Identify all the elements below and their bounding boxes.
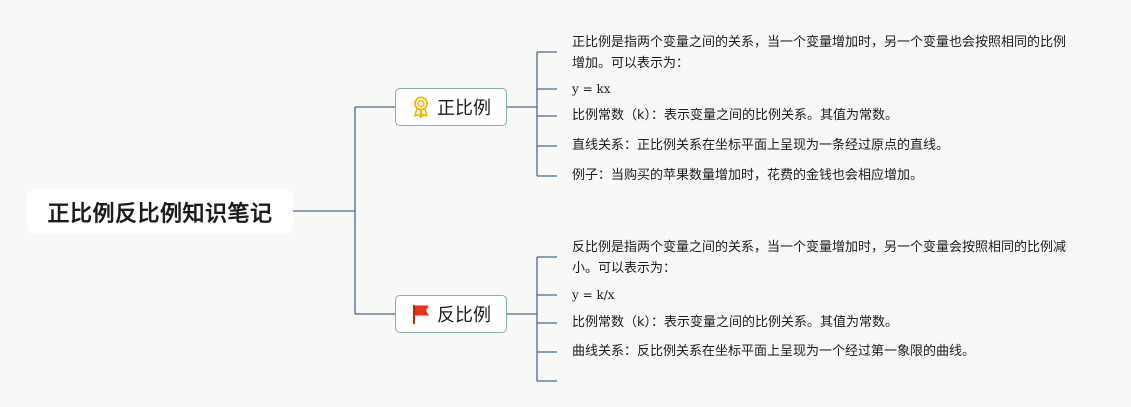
branch-label: 正比例: [437, 98, 491, 119]
leaf-direct-example[interactable]: 例子：当购买的苹果数量增加时，花费的金钱也会相应增加。: [572, 168, 924, 183]
leaf-inverse-definition[interactable]: 反比例是指两个变量之间的关系，当一个变量增加时，另一个变量会按照相同的比例减小。…: [572, 240, 1067, 276]
branch-topic-direct-proportion[interactable]: 正比例: [395, 88, 507, 126]
root-topic[interactable]: 正比例反比例知识笔记: [27, 189, 293, 234]
leaf-direct-definition[interactable]: 正比例是指两个变量之间的关系，当一个变量增加时，另一个变量也会按照相同的比例增加…: [572, 35, 1067, 71]
leaf-direct-formula[interactable]: y = kx: [572, 82, 611, 96]
leaf-inverse-curve-relation[interactable]: 曲线关系：反比例关系在坐标平面上呈现为一个经过第一象限的曲线。: [572, 344, 976, 359]
leaf-inverse-constant[interactable]: 比例常数（k）：表示变量之间的比例关系。其值为常数。: [572, 315, 899, 330]
branch-topic-inverse-proportion[interactable]: 反比例: [395, 295, 507, 333]
red-flag-icon: [411, 303, 431, 325]
award-ribbon-icon: [411, 96, 431, 118]
leaf-inverse-formula[interactable]: y = k/x: [572, 288, 615, 302]
leaf-direct-line-relation[interactable]: 直线关系：正比例关系在坐标平面上呈现为一条经过原点的直线。: [572, 138, 950, 153]
leaf-direct-constant[interactable]: 比例常数（k）：表示变量之间的比例关系。其值为常数。: [572, 108, 899, 123]
branch-label: 反比例: [437, 305, 491, 326]
